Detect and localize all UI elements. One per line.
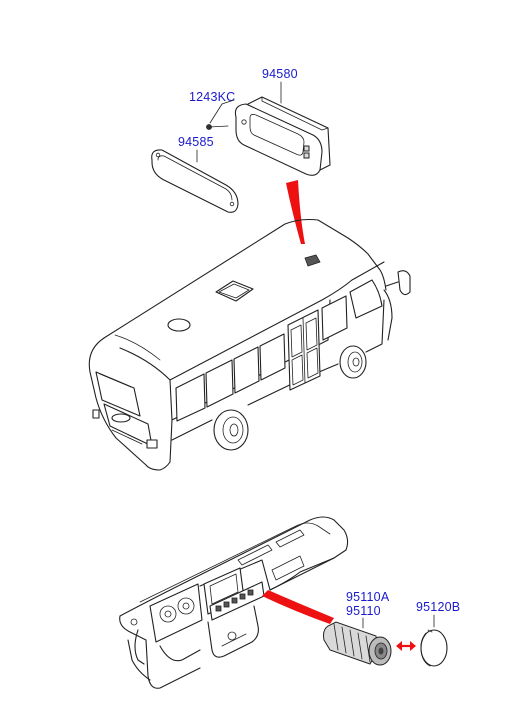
pointer-arrow-lighter	[262, 590, 334, 624]
lighter-plug-95120b	[420, 614, 448, 667]
interchange-arrow	[396, 641, 416, 651]
label-1243kc: 1243KC	[189, 90, 236, 104]
label-94580: 94580	[262, 67, 298, 81]
screw-1243kc	[206, 99, 235, 130]
label-94585: 94585	[178, 135, 214, 149]
label-95120b: 95120B	[416, 600, 461, 614]
bus-outline	[88, 218, 411, 471]
high-mount-lamp-housing	[234, 81, 331, 176]
cigar-lighter-95110	[323, 617, 392, 666]
dashboard-outline	[119, 516, 349, 689]
label-95110a: 95110A	[346, 590, 390, 604]
label-95110: 95110	[346, 604, 381, 618]
lens-94585	[151, 149, 239, 213]
pointer-arrow-lamp	[286, 180, 305, 244]
